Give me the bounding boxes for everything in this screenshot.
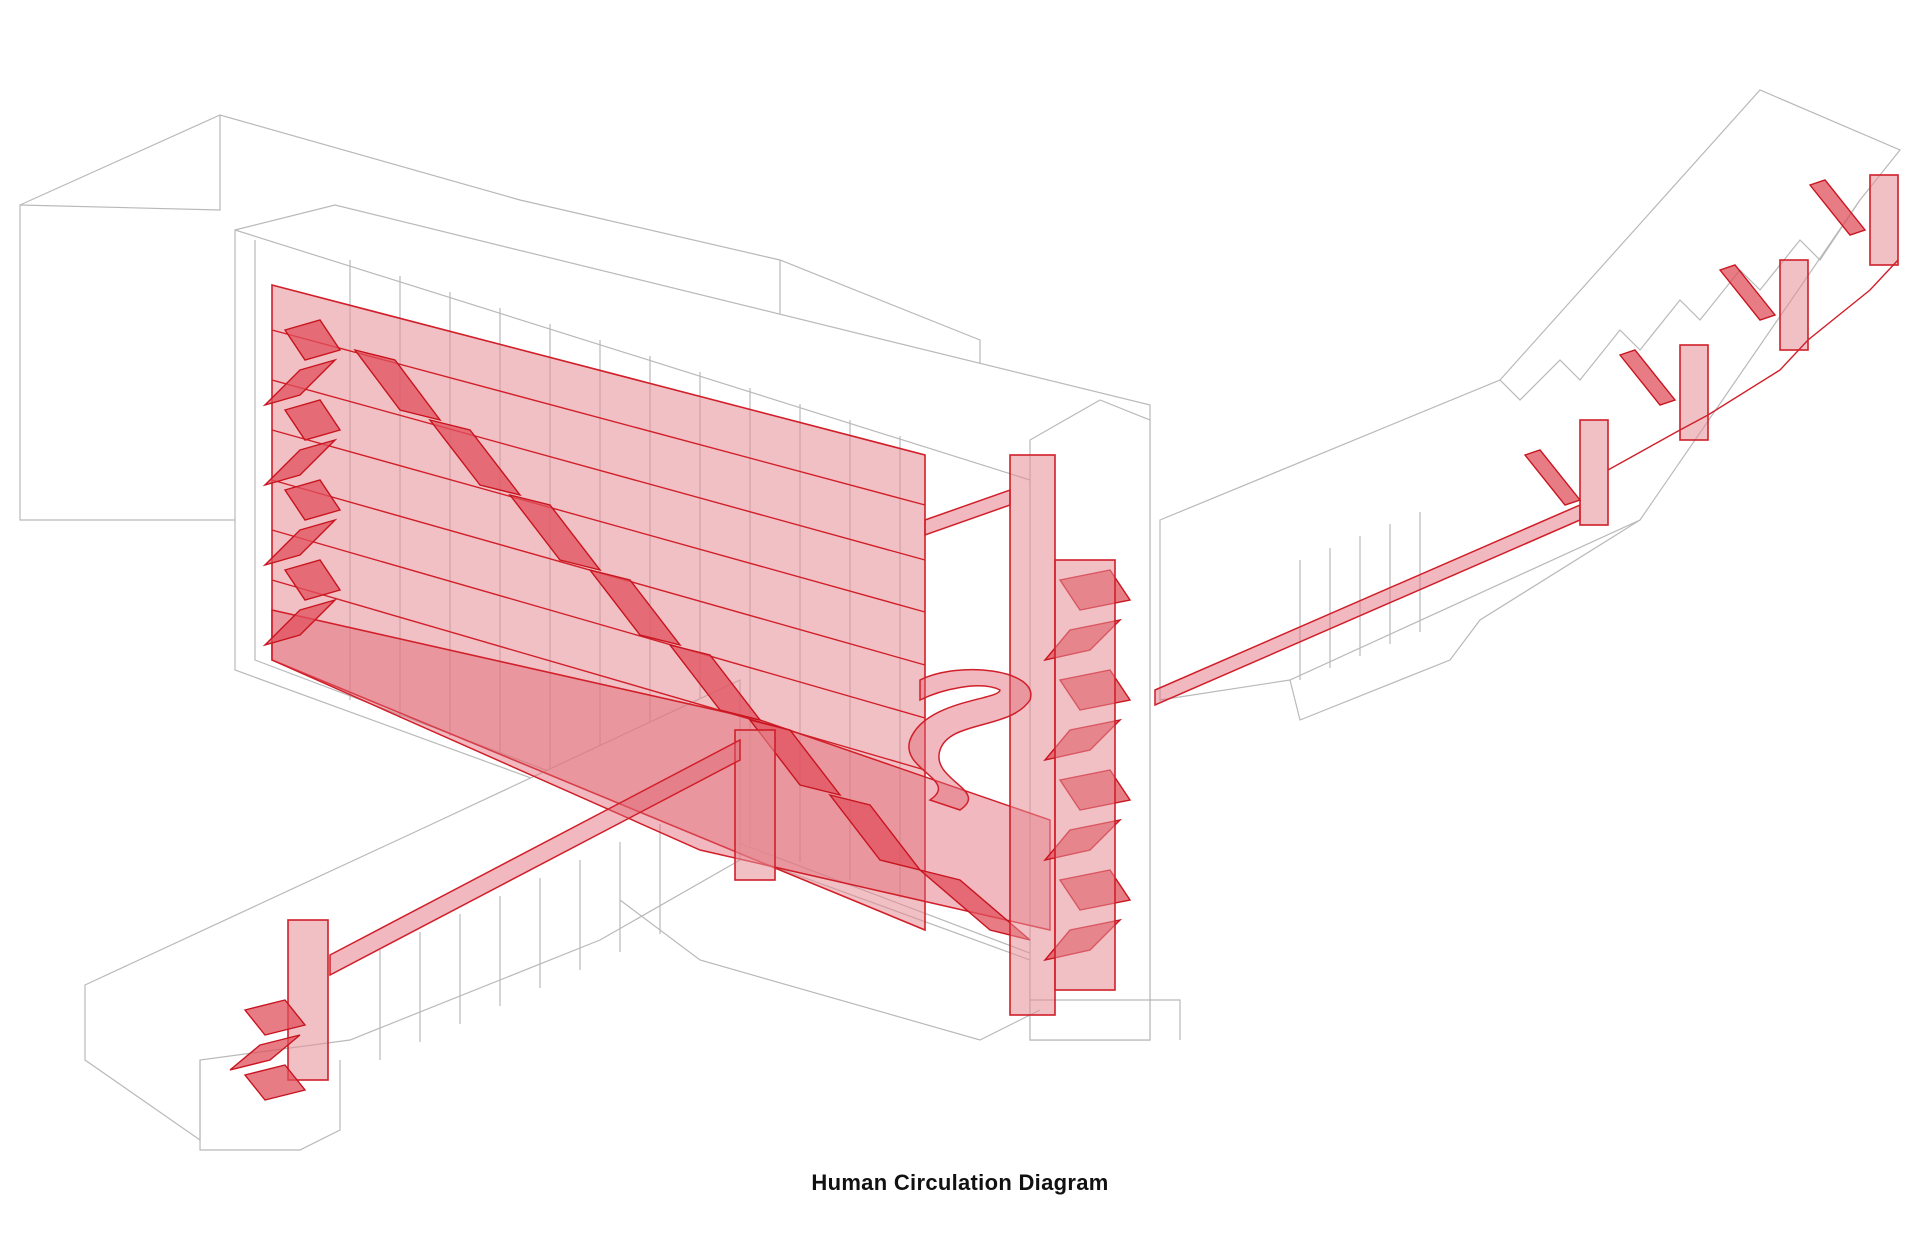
circulation-overlay [229,174,1899,1101]
central-curved-ramp [908,668,1032,811]
bridge-underside [1289,519,1641,721]
lower-podium [619,899,1041,1041]
upper-bridge-stairs [1523,179,1867,506]
left-stair-tower [262,319,342,647]
upper-bridge-cores [1579,174,1899,526]
bridge-fins [1299,512,1421,680]
floor-lines [271,329,926,771]
lower-left-corridor [329,738,741,977]
plane-to-core-bridge [924,488,1011,537]
right-tower-base [1030,999,1181,1040]
lower-bridge-fins [379,824,661,1060]
central-core-shaft [734,729,776,881]
upper-bridge-connector [1607,259,1899,471]
diagonal-stair-run [353,348,1031,941]
rear-block-edge [19,115,221,211]
lower-bridge-pier [199,1060,341,1151]
diagram-caption: Human Circulation Diagram [811,1170,1109,1195]
bridge-steps [1499,199,1861,401]
slab-top-edge [234,229,1031,481]
lower-left-core-shaft [287,919,329,1081]
right-core-front [1054,559,1116,991]
right-core-shaft [1009,454,1056,1016]
lower-left-stair-tower [229,999,307,1101]
upper-right-bridge [1159,89,1901,701]
